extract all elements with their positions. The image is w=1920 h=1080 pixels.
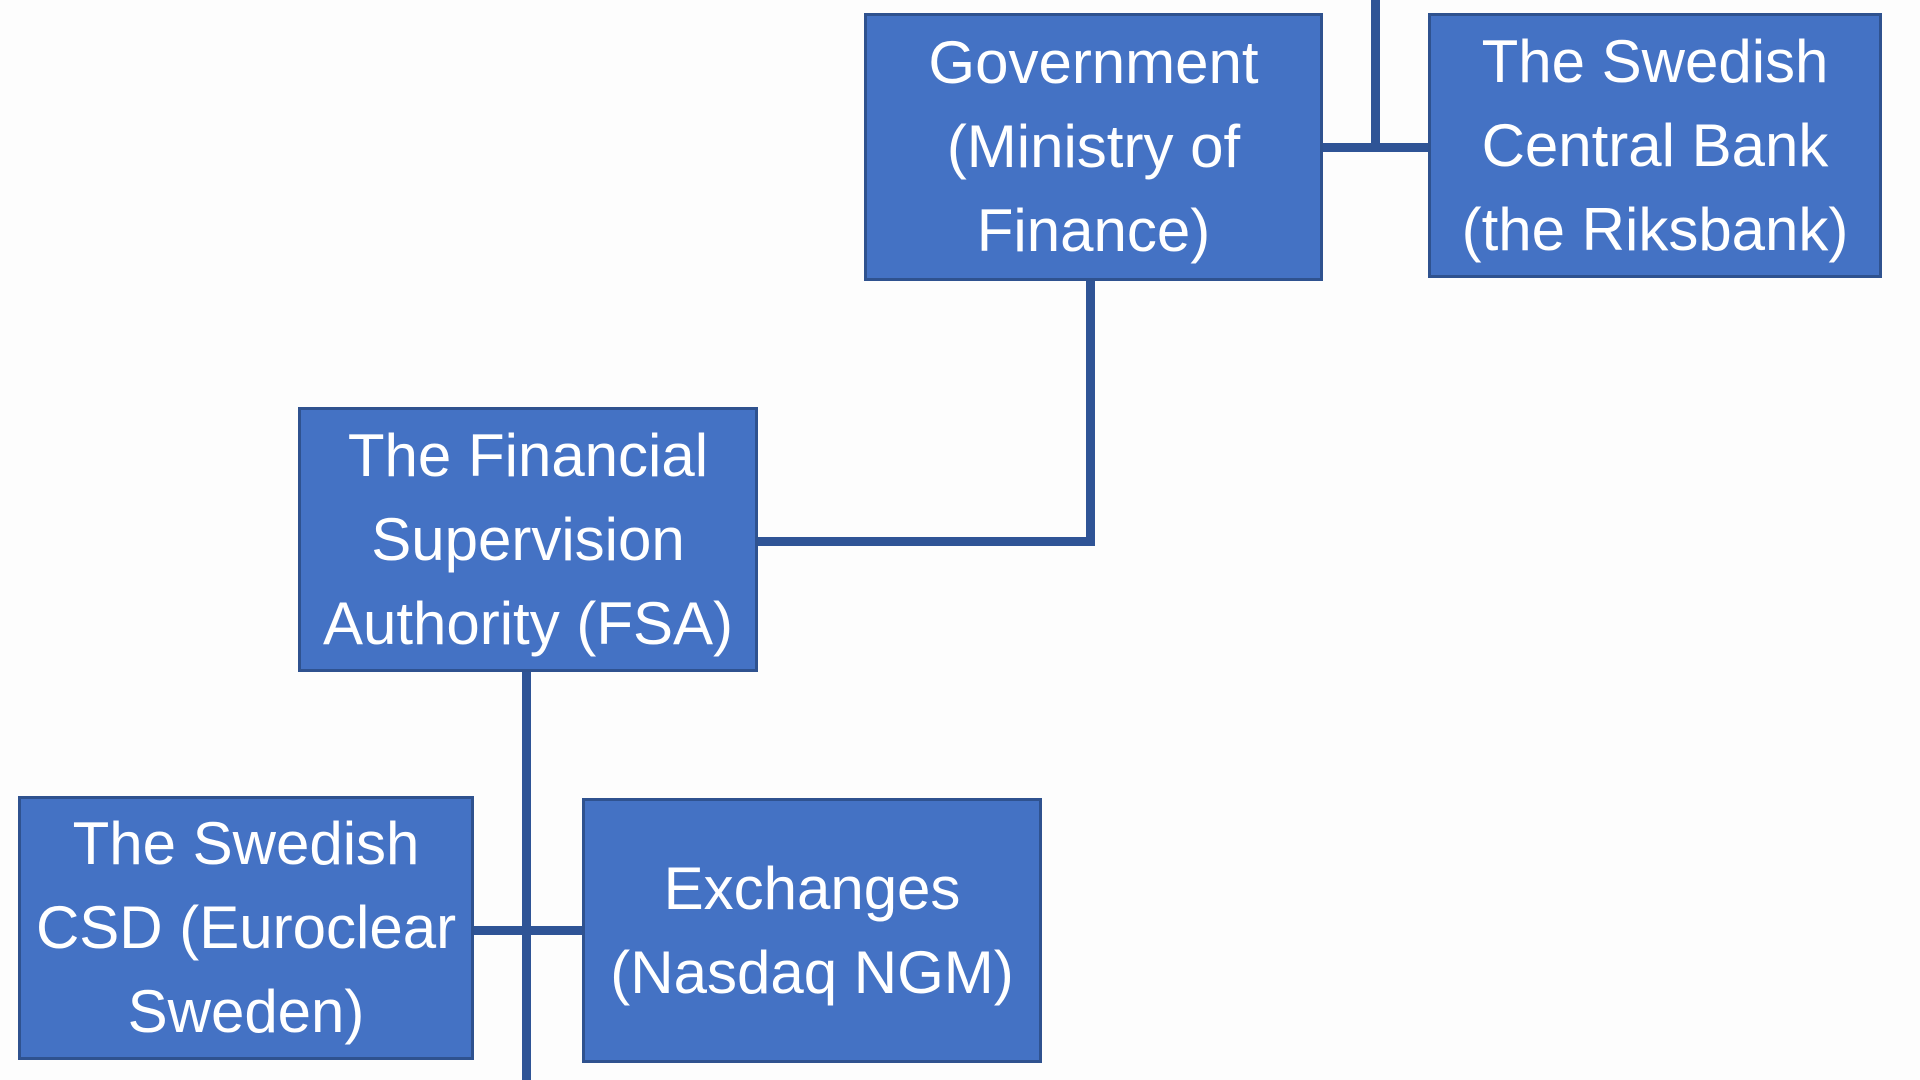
node-swedish-central-bank-riksbank: The Swedish Central Bank (the Riksbank) [1428, 13, 1882, 278]
node-exchanges-nasdaq-ngm: Exchanges (Nasdaq NGM) [582, 798, 1042, 1063]
node-swedish-csd-euroclear: The Swedish CSD (Euroclear Sweden) [18, 796, 474, 1060]
node-label-line: Exchanges [663, 854, 961, 922]
node-label-line: (Nasdaq NGM) [610, 938, 1014, 1006]
connector-government-riksbank [1323, 143, 1428, 152]
node-label-line: The Swedish [72, 810, 420, 877]
node-label-line: Authority (FSA) [322, 589, 734, 657]
node-government-ministry-of-finance: Government (Ministry of Finance) [864, 13, 1323, 281]
connector-government-fsa-horizontal [758, 537, 1095, 546]
node-label-line: The Swedish [1481, 27, 1829, 95]
node-label-line: (the Riksbank) [1461, 195, 1849, 263]
node-label-line: The Financial [347, 421, 709, 489]
connector-csd-exchanges [474, 926, 582, 935]
node-financial-supervision-authority: The Financial Supervision Authority (FSA… [298, 407, 758, 672]
node-label-line: Supervision [371, 505, 685, 573]
node-label-line: CSD (Euroclear [35, 894, 457, 961]
node-label-line: Government [928, 29, 1259, 96]
connector-top-stub [1371, 0, 1380, 152]
node-label-line: Sweden) [127, 978, 365, 1045]
node-label-line: (Ministry of [946, 113, 1241, 180]
connector-government-fsa-vertical [1086, 281, 1095, 546]
node-label-line: Central Bank [1481, 111, 1829, 179]
node-label-line: Finance) [976, 197, 1211, 264]
connector-fsa-down-vertical [522, 672, 531, 1080]
